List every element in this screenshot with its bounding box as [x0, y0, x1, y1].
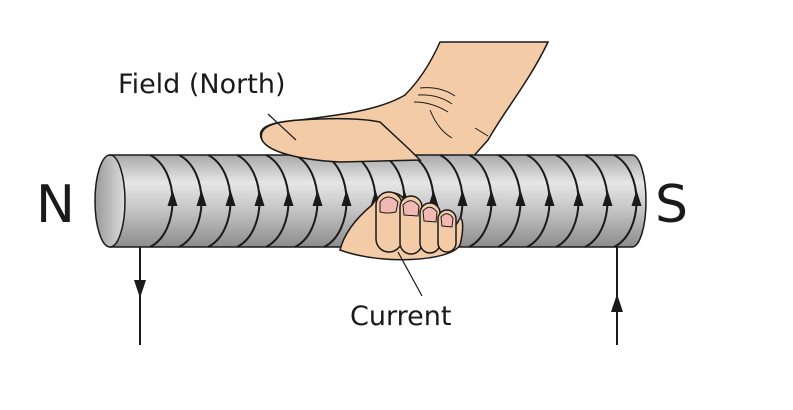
coil-turn	[613, 154, 642, 248]
arrow-up-icon	[486, 190, 497, 206]
coil-turn	[294, 154, 323, 248]
knuckle-creases	[382, 87, 489, 156]
coil-turn	[468, 154, 497, 248]
arrow-up-icon	[428, 190, 439, 206]
arrow-up-icon	[515, 190, 526, 206]
arrow-up-icon	[457, 190, 468, 206]
arrow-up-icon	[602, 190, 613, 206]
lead-wire-left	[134, 247, 146, 345]
arrow-up-icon	[544, 190, 555, 206]
coil-turn	[497, 154, 526, 248]
arrow-up-icon	[196, 190, 207, 206]
arrow-up-icon	[254, 190, 265, 206]
coil-turn	[555, 154, 584, 248]
arrow-up-icon	[341, 190, 352, 206]
coil-turn	[149, 154, 178, 248]
coil-turn	[236, 154, 265, 248]
arrow-up-icon	[611, 294, 623, 312]
coil-turn	[178, 154, 207, 248]
current-leader-line	[397, 251, 423, 297]
field-north-label: Field (North)	[118, 69, 285, 100]
coil-turn	[584, 154, 613, 248]
arrow-up-icon	[283, 190, 294, 206]
arrow-up-icon	[167, 190, 178, 206]
coil-turn	[265, 154, 294, 248]
north-pole-label: N	[36, 175, 75, 235]
arrow-down-icon	[134, 280, 146, 298]
arrow-up-icon	[312, 190, 323, 206]
lead-wire-right	[611, 247, 623, 345]
south-pole-label: S	[655, 175, 688, 235]
arrow-up-icon	[631, 190, 642, 206]
arrow-up-icon	[573, 190, 584, 206]
hand-thumb	[260, 117, 422, 163]
coil-turn	[207, 154, 236, 248]
coil-turn	[526, 154, 555, 248]
arrow-up-icon	[225, 190, 236, 206]
hand-fingers	[339, 191, 464, 261]
field-leader-line	[267, 113, 297, 141]
current-label: Current	[350, 301, 451, 332]
